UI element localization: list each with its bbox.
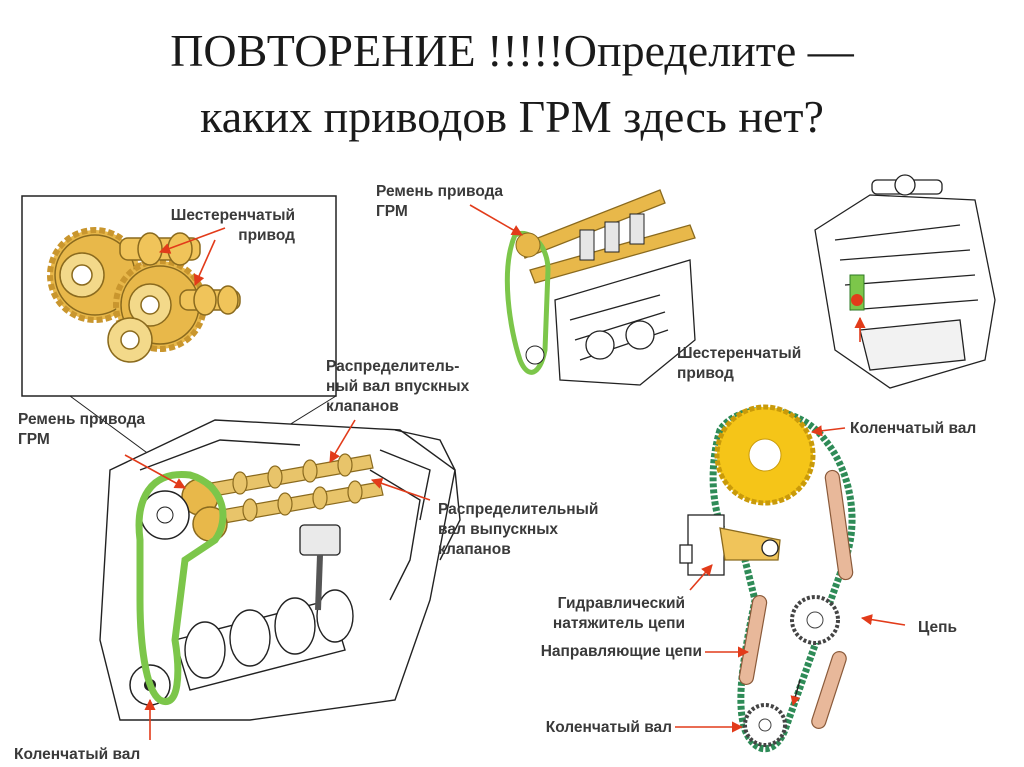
chain-drive-diagram [675, 404, 906, 753]
tensioner-label: Гидравлический натяжитель цепи [552, 595, 685, 632]
crankshaft-icon [174, 589, 354, 691]
chain-guide-icon [738, 469, 854, 729]
engine-block-icon [554, 259, 696, 386]
main-belt-label: Ремень привода ГРМ [18, 411, 146, 448]
v-engine-gear-label: Шестеренчатый привод [677, 345, 802, 382]
chain-guides-label: Направляющие цепи [540, 643, 702, 660]
top-belt-label: Ремень привода ГРМ [376, 183, 504, 220]
gear-icon [107, 317, 153, 363]
tensioner-icon [679, 514, 781, 576]
gear-drive-diagram [21, 195, 337, 481]
gear-drive-label: Шестеренчатый привод [170, 207, 295, 244]
timing-belt-main [135, 470, 227, 705]
title-line-1: ПОВТОРЕНИЕ !!!!!Определите — [170, 25, 854, 76]
piston-icon [299, 524, 341, 611]
piston-icon [579, 213, 645, 261]
camshaft-icon [519, 189, 696, 284]
exhaust-camshaft-label: Распределительный вал выпускных клапанов [438, 501, 599, 558]
camshaft-icon [179, 284, 241, 316]
chain-label: Цепь [918, 619, 958, 636]
belt-engine-top-diagram [469, 189, 696, 386]
belt-engine-main-diagram [99, 419, 461, 740]
intake-camshaft-label: Распределитель- ный вал впускных клапано… [326, 358, 470, 415]
chain-bottom-crankshaft-label: Коленчатый вал [545, 719, 672, 736]
v-engine-diagram [814, 174, 996, 389]
chain-top-crankshaft-label: Коленчатый вал [850, 420, 977, 437]
slide-title: ПОВТОРЕНИЕ !!!!!Определите — каких приво… [0, 18, 1024, 150]
title-line-2: каких приводов ГРМ здесь нет? [200, 91, 824, 142]
main-crankshaft-label: Коленчатый вал [14, 746, 141, 763]
